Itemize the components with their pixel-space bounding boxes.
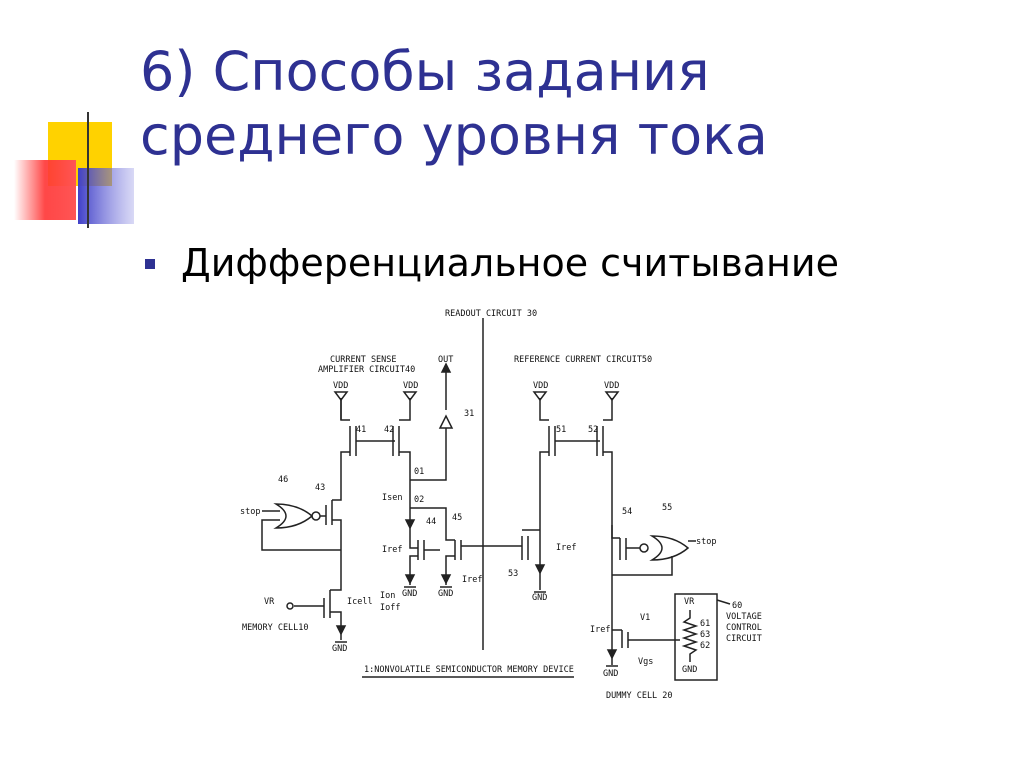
label-gnd-53: GND	[532, 593, 547, 603]
label-iref-dummy: Iref	[590, 625, 610, 635]
transistor-dummy-cell	[611, 580, 680, 665]
transistor-43	[325, 462, 342, 550]
label-stop-left: stop	[240, 507, 260, 517]
label-ioff: Ioff	[380, 603, 400, 613]
red-square	[14, 160, 76, 220]
label-vdd-51: VDD	[533, 381, 548, 391]
label-isen: Isen	[382, 493, 402, 503]
label-45: 45	[452, 513, 462, 523]
label-sense-1: CURRENT SENSE	[330, 355, 397, 365]
wire-node-02	[410, 507, 447, 530]
label-43: 43	[315, 483, 325, 493]
transistor-53	[521, 529, 540, 560]
label-44: 44	[426, 517, 436, 527]
label-gnd-45: GND	[438, 589, 453, 599]
label-readout: READOUT CIRCUIT 30	[445, 309, 537, 319]
vdd-42-symbol	[402, 391, 418, 402]
label-gnd-44: GND	[402, 589, 417, 599]
iref-left-arrow-b	[440, 574, 452, 585]
label-stop-right: stop	[696, 537, 716, 547]
inverter-31	[438, 414, 454, 429]
label-dummy-cell: DUMMY CELL 20	[606, 691, 673, 701]
iref-right-arrow	[534, 564, 546, 575]
iref-left-arrow-a	[404, 574, 416, 585]
bullet-square-icon	[145, 259, 155, 269]
label-62: 62	[700, 641, 710, 651]
label-55: 55	[662, 503, 672, 513]
transistor-42	[392, 398, 411, 480]
nor-gate-46	[273, 503, 314, 529]
transistor-54	[611, 525, 640, 560]
vdd-52-symbol	[604, 391, 620, 402]
vr-node-left	[286, 602, 294, 610]
label-61: 61	[700, 619, 710, 629]
label-vr-right: VR	[684, 597, 695, 607]
label-42: 42	[384, 425, 394, 435]
transistor-52	[596, 398, 613, 580]
label-iref-right: Iref	[556, 543, 576, 553]
bullet-text: Дифференциальное считывание	[181, 241, 839, 285]
label-gnd-dummy: GND	[603, 669, 618, 679]
label-46: 46	[278, 475, 288, 485]
icell-arrow	[335, 625, 347, 636]
nor-55-bubble	[639, 543, 649, 553]
label-iref-left: Iref	[382, 545, 402, 555]
iref-dummy-arrow	[606, 649, 618, 660]
label-v1: V1	[640, 613, 650, 623]
label-out: OUT	[438, 355, 453, 365]
wire-feedback-left	[261, 519, 341, 551]
label-02: 02	[414, 495, 424, 505]
wire-stop-right	[612, 540, 696, 576]
wire-node-01	[410, 370, 447, 481]
vdd-51-symbol	[532, 391, 548, 402]
wire-stop-left	[262, 510, 326, 517]
label-memory-cell: MEMORY CELL10	[242, 623, 309, 633]
label-gnd-memory: GND	[332, 644, 347, 654]
title-line-2: среднего уровня тока	[140, 104, 768, 167]
isen-arrow	[404, 519, 416, 530]
label-51: 51	[556, 425, 566, 435]
out-arrow	[440, 362, 452, 373]
label-vgs: Vgs	[638, 657, 653, 667]
label-54: 54	[622, 507, 632, 517]
label-iref-bottom: Iref	[462, 575, 482, 585]
transistor-45	[445, 530, 522, 585]
resistor-ladder	[681, 610, 699, 662]
label-sense-2: AMPLIFIER CIRCUIT40	[318, 365, 415, 375]
label-vcc-1: VOLTAGE	[726, 612, 762, 622]
label-ion: Ion	[380, 591, 395, 601]
label-41: 41	[356, 425, 366, 435]
label-vcc-2: CONTROL	[726, 623, 762, 633]
label-60: 60	[732, 601, 742, 611]
label-vcc-3: CIRCUIT	[726, 634, 762, 644]
label-52: 52	[588, 425, 598, 435]
label-device: 1:NONVOLATILE SEMICONDUCTOR MEMORY DEVIC…	[364, 665, 574, 675]
label-63: 63	[700, 630, 710, 640]
transistor-memory-cell	[294, 550, 342, 640]
label-reference: REFERENCE CURRENT CIRCUIT50	[514, 355, 652, 365]
voltage-control-box	[674, 593, 718, 681]
vdd-41-symbol	[333, 391, 349, 402]
label-01: 01	[414, 467, 424, 477]
label-vdd-52: VDD	[604, 381, 619, 391]
transistor-51	[539, 398, 600, 590]
label-vdd-42: VDD	[403, 381, 418, 391]
label-53: 53	[508, 569, 518, 579]
slide-title: 6) Способы задания среднего уровня тока	[140, 40, 1000, 168]
transistor-44	[409, 530, 440, 585]
label-31: 31	[464, 409, 474, 419]
label-icell: Icell	[347, 597, 373, 607]
title-line-1: 6) Способы задания	[140, 40, 710, 103]
label-vr-left: VR	[264, 597, 275, 607]
label-vdd-41: VDD	[333, 381, 348, 391]
label-gnd-vcc: GND	[682, 665, 697, 675]
vcc-label-line	[716, 599, 731, 605]
